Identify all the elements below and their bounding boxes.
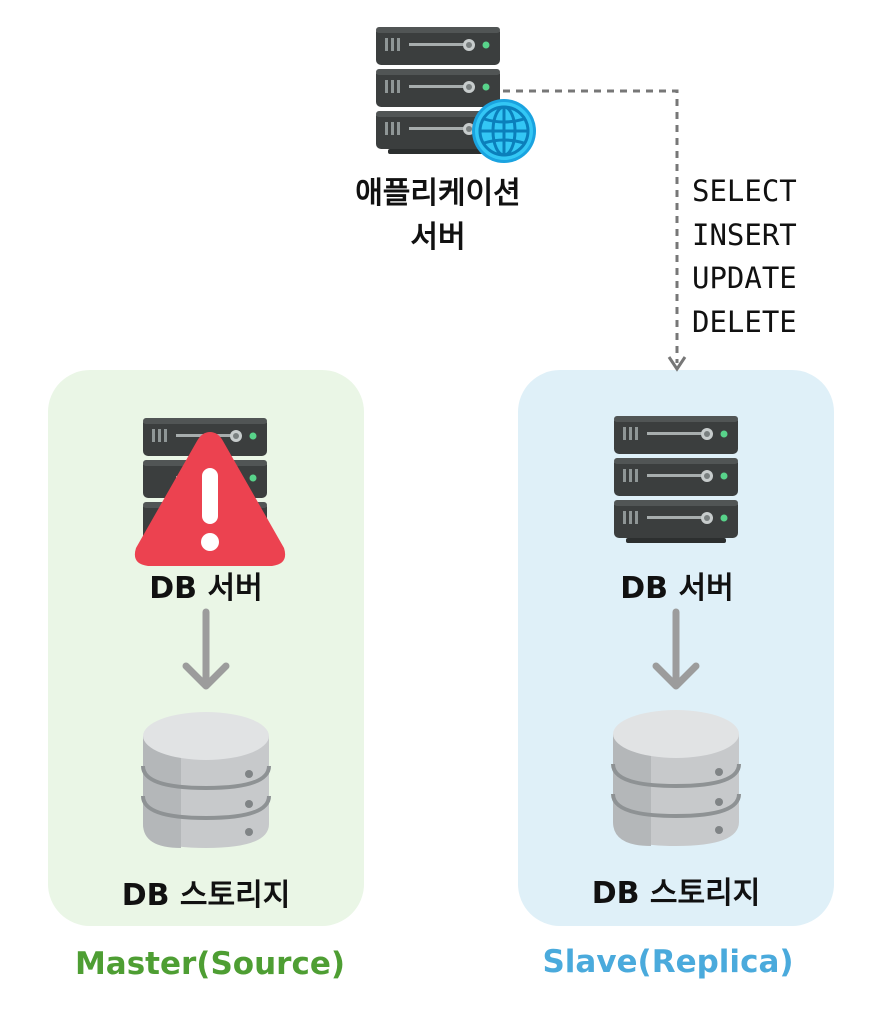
sql-statement-insert: INSERT xyxy=(692,217,797,252)
server-rack-globe-icon xyxy=(376,27,536,163)
slave-server-rack-icon xyxy=(614,416,738,543)
warning-triangle-icon xyxy=(134,432,286,566)
app-server-label-line2: 서버 xyxy=(410,220,466,255)
app-server-label-line1: 애플리케이션 xyxy=(355,176,521,211)
sql-statement-update: UPDATE xyxy=(692,261,797,295)
slave-arrow-down xyxy=(652,608,700,690)
master-role-label: Master(Source) xyxy=(74,946,346,982)
sql-statement-delete: DELETE xyxy=(692,304,797,339)
slave-db-server-label: DB 서버 xyxy=(620,571,734,606)
master-arrow-down xyxy=(182,608,230,690)
sql-statement-list: SELECT INSERT UPDATE DELETE xyxy=(692,170,797,344)
master-db-storage-label: DB 스토리지 xyxy=(121,878,291,913)
master-database-cylinder-icon xyxy=(141,712,271,848)
app-server-label: 애플리케이션 서버 xyxy=(318,172,558,260)
slave-database-cylinder-icon xyxy=(611,710,741,846)
master-db-server-label: DB 서버 xyxy=(149,571,263,606)
connection-arrow xyxy=(503,89,687,372)
slave-db-storage-label: DB 스토리지 xyxy=(591,876,761,911)
sql-statement-select: SELECT xyxy=(692,174,797,208)
slave-role-label: Slave(Replica) xyxy=(542,944,794,980)
